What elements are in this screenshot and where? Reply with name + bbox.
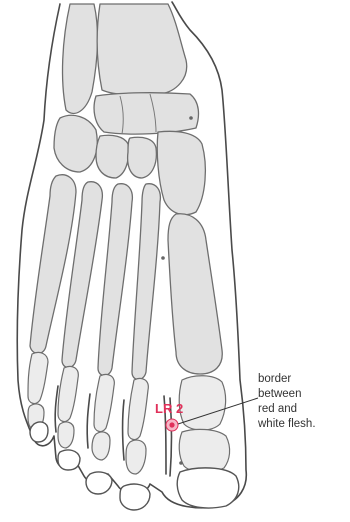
acupoint-label: LR 2 xyxy=(155,401,183,416)
toenail-5 xyxy=(30,422,48,442)
phalanx-1-distal xyxy=(179,429,229,472)
metatarsal-1 xyxy=(168,214,222,374)
navicular-bone xyxy=(94,93,198,134)
annotation-line-4: white flesh. xyxy=(257,418,316,430)
cuneiform-lateral xyxy=(96,135,129,178)
tarsal-bones xyxy=(54,4,205,215)
talus-bone xyxy=(97,4,186,95)
annotation-text: border between red and white flesh. xyxy=(257,373,316,430)
cuneiform-intermediate xyxy=(128,137,157,178)
calcaneus-bone xyxy=(63,4,98,113)
metatarsal-2 xyxy=(132,184,160,380)
annotation-line-2: between xyxy=(258,388,301,400)
annotation-line-1: border xyxy=(258,373,291,385)
toenail-1 xyxy=(177,468,239,508)
phalanx-3-distal xyxy=(92,432,110,460)
toenail-4 xyxy=(58,450,80,470)
cuboid-bone xyxy=(54,115,97,172)
toenail-3 xyxy=(86,472,112,494)
phalanx-2-distal xyxy=(126,440,146,474)
acupoint-marker-dot xyxy=(169,422,174,427)
phalanx-4-proximal xyxy=(58,366,78,421)
annotation-line-3: red and xyxy=(258,403,297,415)
toenail-2 xyxy=(120,484,150,510)
landmark-dot-ankle xyxy=(189,116,193,120)
phalanx-4-distal xyxy=(58,422,74,448)
landmark-dot-midfoot xyxy=(161,256,165,260)
phalanx-2-proximal xyxy=(128,378,148,439)
cuneiform-medial xyxy=(157,131,205,214)
acupoint-lr2: LR 2 xyxy=(155,401,183,431)
metatarsal-3 xyxy=(98,184,132,376)
landmark-dot-toe xyxy=(179,461,183,465)
phalanx-3-proximal xyxy=(94,374,114,431)
phalanx-5-proximal xyxy=(28,352,48,403)
